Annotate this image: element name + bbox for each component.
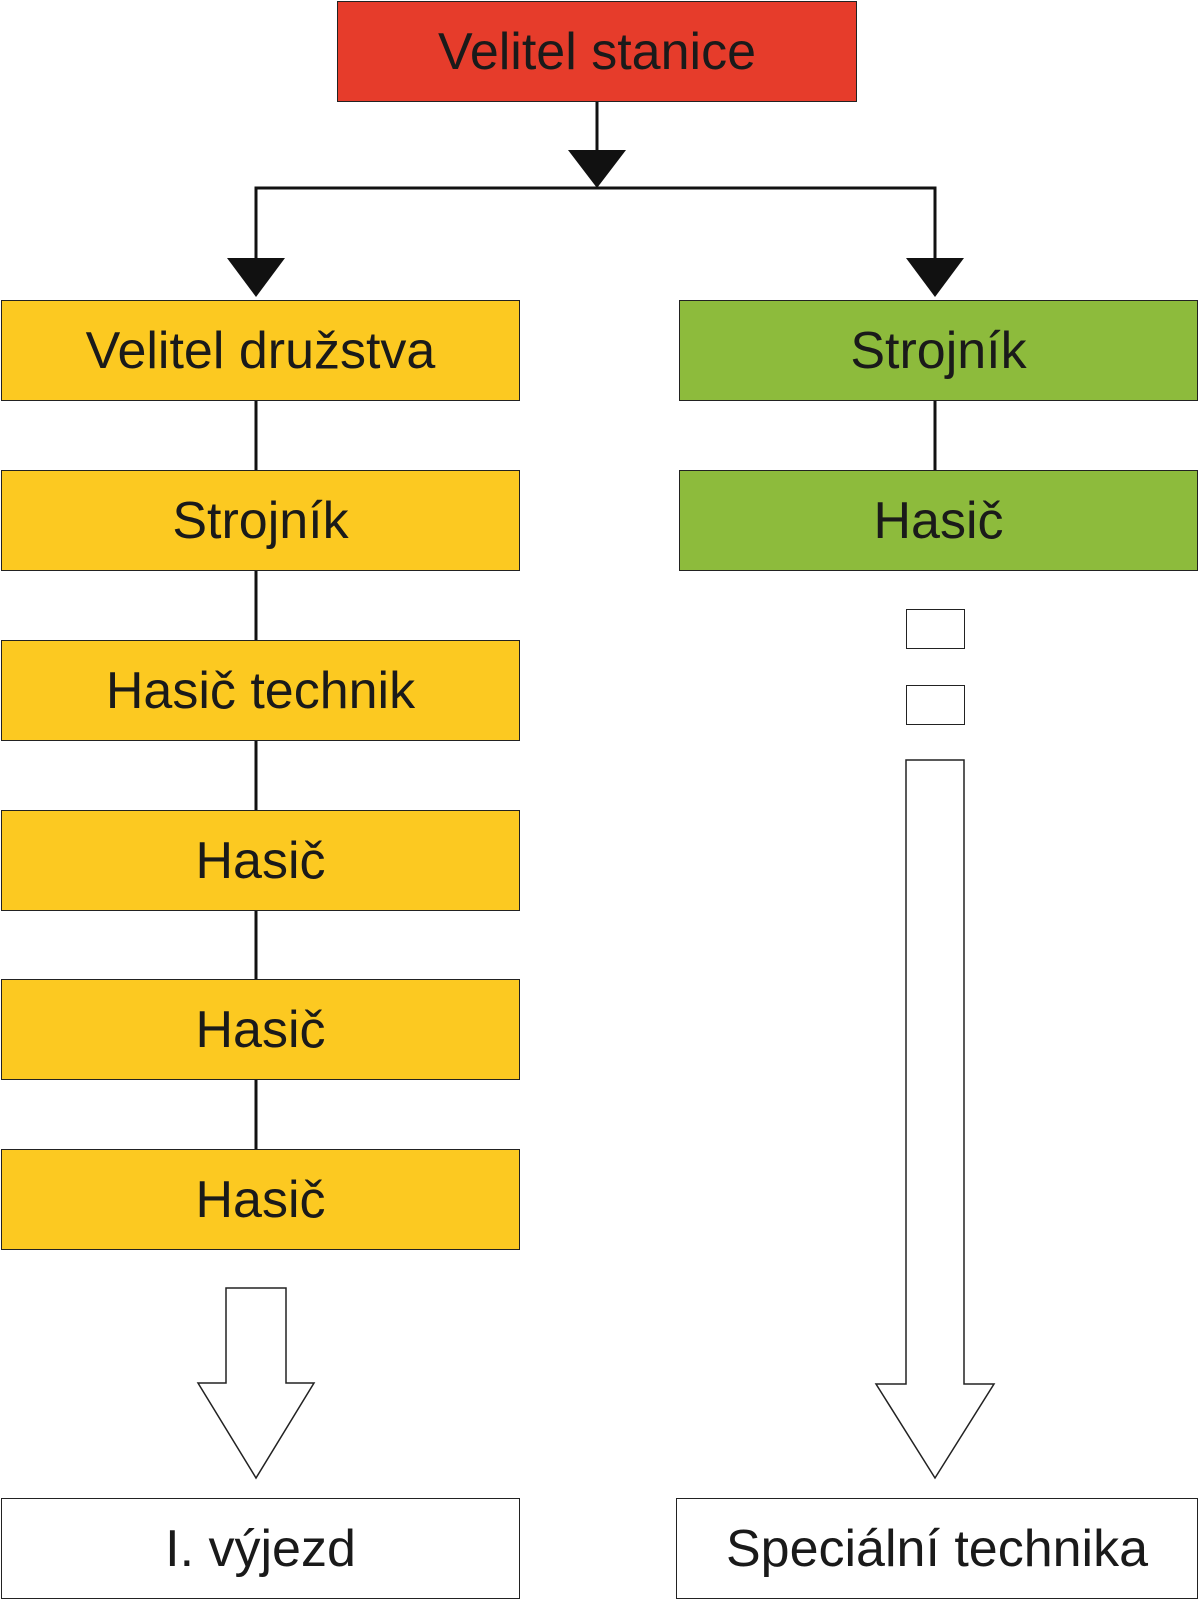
right-hollow-arrow [874,759,996,1480]
placeholder-slot-2 [906,685,965,725]
left-firefighter-box-3: Hasič [1,1149,520,1250]
right-machinist-box: Strojník [679,300,1198,401]
top-arrowhead [568,150,626,188]
special-equipment-label: Speciální technika [725,1519,1149,1578]
left-hollow-arrow [196,1287,316,1480]
left-item-label: Hasič [195,1000,326,1059]
right-item-label: Hasič [873,491,1004,550]
station-commander-box: Velitel stanice [337,1,857,102]
left-item-label: Hasič technik [105,661,416,720]
first-dispatch-label: I. výjezd [165,1519,356,1578]
station-commander-label: Velitel stanice [438,22,756,81]
left-item-label: Strojník [172,491,349,550]
left-firefighter-box-2: Hasič [1,979,520,1080]
placeholder-slot-1 [906,609,965,649]
right-branch-arrowhead [906,258,964,297]
right-firefighter-box: Hasič [679,470,1198,571]
left-item-label: Hasič [195,1170,326,1229]
first-dispatch-box: I. výjezd [1,1498,520,1599]
left-branch-arrowhead [227,258,285,297]
left-item-label: Hasič [195,831,326,890]
firefighter-technician-box: Hasič technik [1,640,520,741]
special-equipment-box: Speciální technika [676,1498,1198,1599]
left-machinist-box: Strojník [1,470,520,571]
left-item-label: Velitel družstva [85,321,436,380]
split-bar [254,186,937,258]
squad-commander-box: Velitel družstva [1,300,520,401]
right-item-label: Strojník [850,321,1027,380]
left-firefighter-box-1: Hasič [1,810,520,911]
